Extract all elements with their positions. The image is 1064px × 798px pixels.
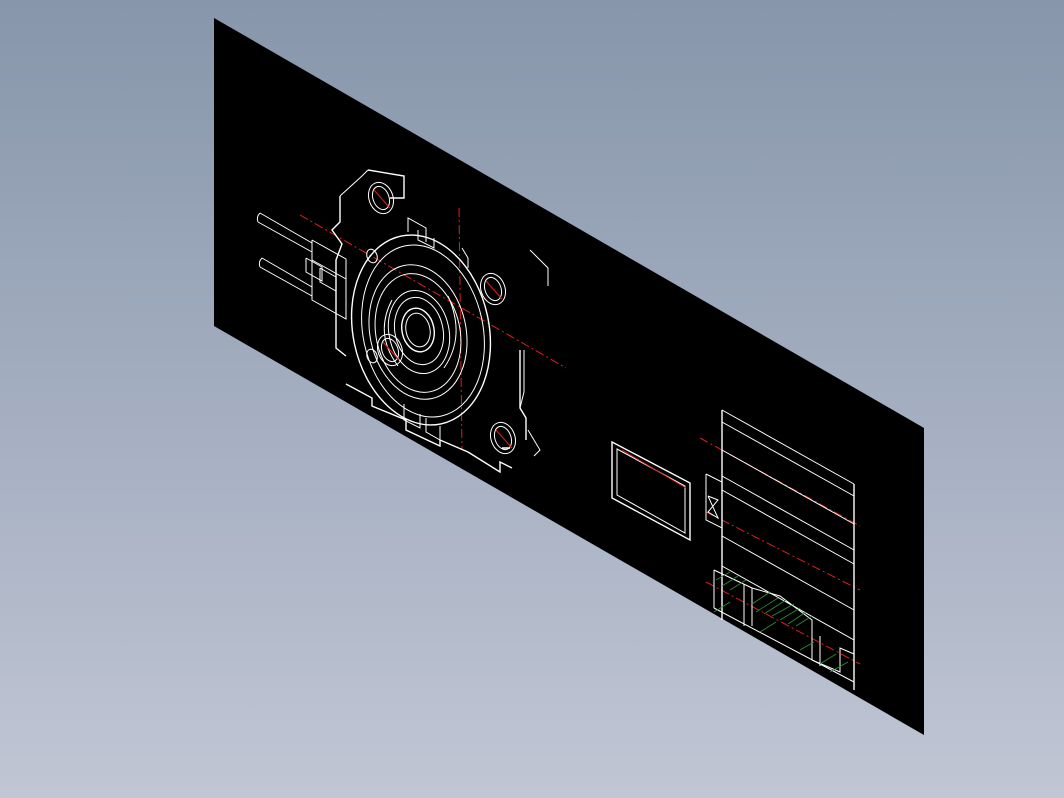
bolt-hole-bottom-right: [489, 421, 517, 455]
centerline-section-bottom: [705, 581, 861, 665]
nameplate-rectangle: [611, 440, 691, 542]
drawing-sheet: [214, 18, 924, 735]
bolt-hole-bottom-left: [376, 333, 404, 367]
small-hole: [366, 248, 378, 264]
bore: [400, 307, 436, 353]
centerline-horizontal: [299, 214, 567, 369]
body-outline: [331, 169, 527, 474]
bolt-hole-top-left: [367, 181, 395, 215]
side-section-view: [699, 409, 861, 690]
centerline-section-mid: [705, 511, 861, 591]
section-hatch: [713, 571, 849, 673]
outer-flange-ring: [350, 234, 492, 426]
centerline-vertical: [458, 207, 463, 451]
front-view-flange: [256, 169, 567, 474]
small-hole: [366, 348, 378, 364]
bolt-hole-top-right: [479, 272, 507, 306]
